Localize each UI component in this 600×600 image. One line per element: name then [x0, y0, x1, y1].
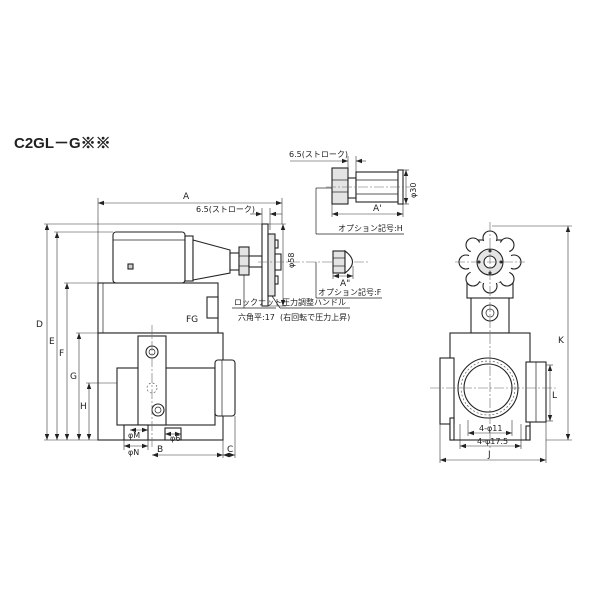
handle-leader [271, 295, 281, 309]
drain-port [151, 403, 165, 417]
option-h-A-prime-label: A' [373, 204, 382, 214]
option-h-detail: 6.5(ストローク) φ30 A' オプション記号:H [289, 150, 418, 235]
dim-label-holes-11: 4-φ11 [479, 424, 502, 433]
dim-label-holes-17-5: 4-φ17.5 [477, 437, 508, 446]
option-h-stem [347, 177, 357, 199]
side-left-boss [439, 357, 455, 425]
hidden-port [146, 382, 158, 394]
dim-label-stroke: 6.5(ストローク) [196, 205, 255, 214]
pressure-handle-grip [267, 233, 276, 297]
dim-label-A: A [183, 192, 190, 202]
handle-lobe [274, 275, 279, 285]
option-h-phi30-label: φ30 [409, 183, 418, 198]
dim-label-E: E [49, 337, 55, 347]
dim-label-L: L [552, 391, 557, 401]
adjust-stem [229, 252, 240, 271]
fg-label: FG [186, 315, 198, 325]
dim-label-C: C [227, 445, 233, 455]
dim-label-phi6: φ6 [170, 434, 180, 443]
dim-label-J: J [487, 450, 491, 460]
option-f-label: オプション記号:F [318, 287, 382, 297]
dim-label-K: K [558, 336, 565, 346]
option-h-hex-nut [331, 167, 349, 205]
side-port-boss [214, 359, 236, 417]
handle-rod [248, 255, 263, 268]
option-f-cap-nut-hex [332, 250, 346, 274]
pressure-handle-disc [261, 223, 269, 307]
lock-nut-label: ロックナット [234, 298, 282, 307]
option-h-label: オプション記号:H [338, 223, 403, 233]
option-f-detail: A" オプション記号:F [315, 249, 382, 299]
hex-flat-label: 六角平:17 [238, 312, 275, 322]
drain-port-inner [154, 406, 162, 414]
pressure-note-label: (右回転で圧力上昇) [280, 312, 350, 322]
dim-label-G: G [70, 372, 77, 382]
option-f-cap-nut-dome [344, 249, 354, 275]
drawing-title: C2GL－G※※ [14, 135, 111, 152]
option-h-stroke-label: 6.5(ストローク) [289, 150, 348, 159]
dim-label-phi58: φ58 [287, 253, 296, 268]
pressure-handle-label: 圧力調整ハンドル [282, 297, 346, 307]
pilot-mark [127, 263, 134, 270]
side-view: K L 4-φ11 4-φ17.5 J [430, 222, 572, 463]
dim-label-D: D [36, 320, 43, 330]
pilot-flange [184, 235, 194, 282]
fg-side-plug [206, 296, 219, 319]
fg-body [97, 282, 219, 334]
handle-lobe [274, 239, 279, 249]
dim-label-B: B [157, 445, 163, 455]
bonnet [192, 239, 231, 281]
front-view: FG A 6.5(ストローク) φ58 [36, 192, 368, 458]
side-bolt [525, 425, 531, 441]
dim-label-phiM: φM [128, 431, 140, 440]
dim-label-H: H [80, 402, 87, 412]
lock-nut [238, 246, 250, 276]
side-bolt [449, 417, 455, 441]
option-f-A-double-prime-label: A" [340, 279, 350, 289]
dim-label-F: F [59, 349, 64, 359]
dim-label-phiN: φN [128, 448, 139, 457]
